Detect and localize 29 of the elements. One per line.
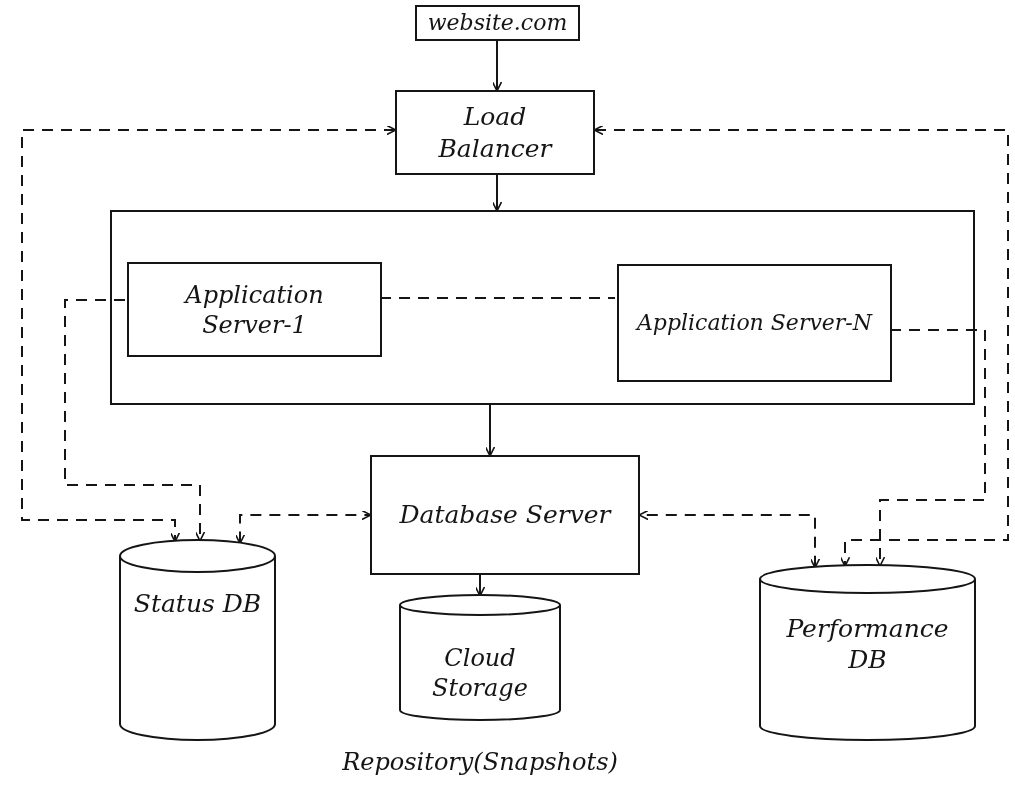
node-label: Cloud Storage: [431, 643, 529, 703]
node-caption: Repository(Snapshots): [341, 748, 619, 776]
node-label: Performance DB: [785, 613, 950, 676]
node-label: Load Balancer: [437, 101, 554, 164]
container-box: [110, 210, 975, 405]
node-label: Database Server: [399, 499, 611, 531]
process-box: [370, 455, 640, 575]
arrow: [491, 40, 503, 92]
process-box: [395, 90, 595, 175]
database-cylinder: [760, 565, 975, 740]
node-label: Status DB: [133, 588, 262, 620]
process-box: [127, 262, 382, 357]
process-box: [415, 5, 580, 41]
node-label: website.com: [427, 9, 568, 37]
process-box: [617, 264, 892, 382]
connector-line: [379, 297, 616, 299]
arrow: [234, 509, 372, 545]
arrow: [64, 299, 206, 542]
arrow: [593, 124, 1009, 567]
node-label: Application Server-1: [182, 279, 325, 340]
arrow: [491, 174, 503, 212]
database-cylinder: [120, 540, 275, 740]
arrow: [874, 329, 986, 567]
database-cylinder: [400, 595, 560, 720]
node-label: Application Server-N: [636, 309, 873, 337]
arrow: [474, 574, 486, 597]
arrow: [484, 404, 496, 457]
arrow: [638, 509, 821, 569]
arrow: [21, 124, 397, 543]
